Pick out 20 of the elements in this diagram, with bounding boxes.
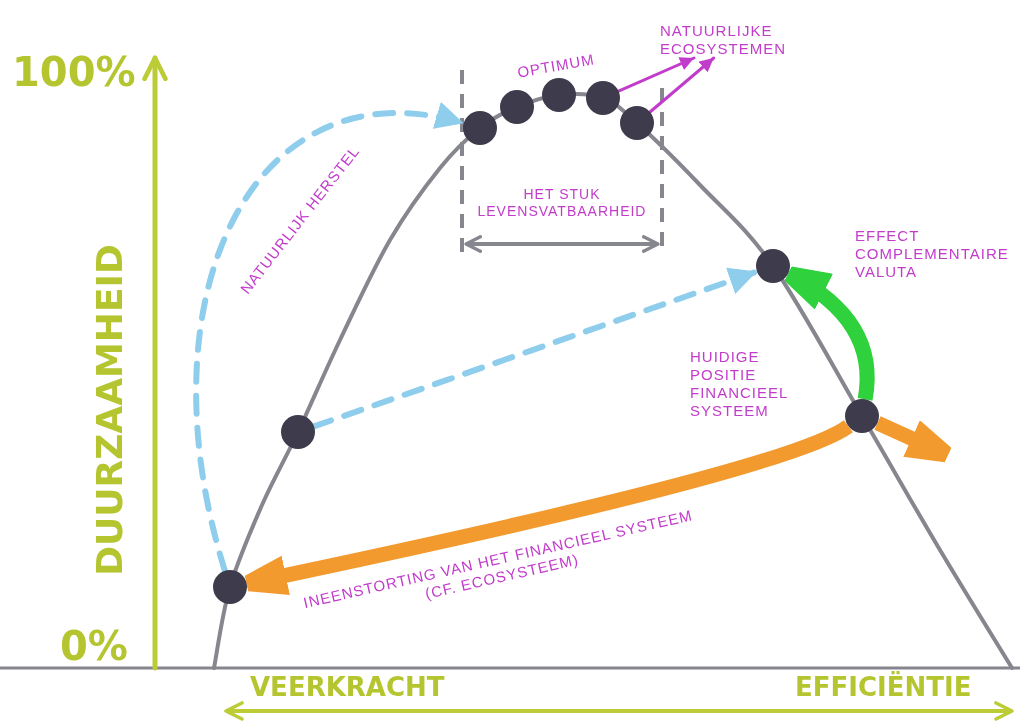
arrow: [648, 56, 716, 114]
data-point: [500, 90, 534, 124]
axis-title: VEERKRACHT: [250, 674, 445, 700]
data-point: [756, 249, 790, 283]
data-point: [845, 399, 879, 433]
data-point: [586, 81, 620, 115]
data-point: [281, 415, 315, 449]
data-point: [213, 570, 247, 604]
annotation-text: NATUURLIJKE ECOSYSTEMEN: [660, 22, 810, 58]
axis-title: DUURZAAMHEID: [92, 244, 128, 576]
data-point: [542, 78, 576, 112]
data-point: [620, 106, 654, 140]
data-point: [463, 111, 497, 145]
tick-label: 100%: [12, 52, 136, 92]
point-caption: HUIDIGE POSITIE FINANCIEEL SYSTEEM: [690, 348, 789, 420]
arrow: [617, 56, 696, 93]
point-caption: OPTIMUM: [516, 50, 596, 82]
tick-label: 0%: [60, 626, 128, 666]
dashed-arrow: [311, 267, 760, 430]
dimension-label: HET STUK LEVENSVATBAARHEID: [476, 186, 648, 220]
